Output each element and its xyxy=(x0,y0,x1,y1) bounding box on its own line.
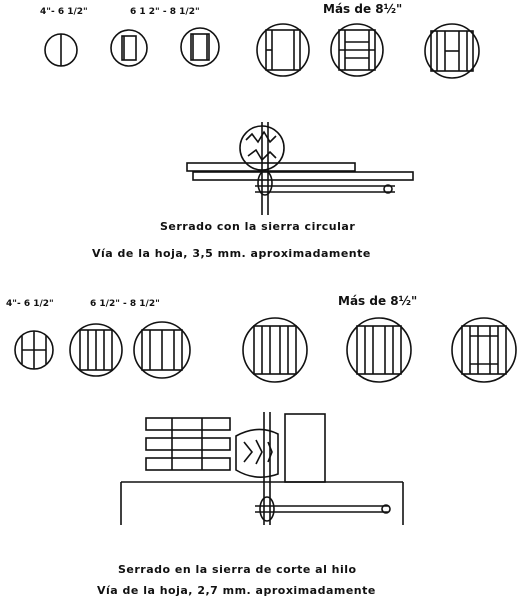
s1-log-large-c xyxy=(424,23,480,79)
s1-log-small xyxy=(44,33,78,67)
s2-log-large-b xyxy=(346,317,412,383)
s1-caption-method: Serrado con la sierra circular xyxy=(160,220,356,233)
s2-size-label-large: Más de 8½" xyxy=(338,294,418,308)
s2-size-label-medium: 6 1/2" - 8 1/2" xyxy=(90,299,160,309)
s1-size-label-small: 4"- 6 1/2" xyxy=(40,7,88,17)
s1-log-large-a xyxy=(256,23,310,77)
s2-log-medium-b xyxy=(133,321,191,379)
s1-log-large-b xyxy=(330,23,384,77)
s2-size-label-small: 4"- 6 1/2" xyxy=(6,299,54,309)
s2-caption-method: Serrado en la sierra de corte al hilo xyxy=(118,563,357,576)
s2-caption-kerf: Vía de la hoja, 2,7 mm. aproximadamente xyxy=(97,584,376,597)
s2-rip-saw-diagram xyxy=(120,412,404,525)
s2-log-small xyxy=(14,330,54,370)
s1-log-medium-b xyxy=(180,27,220,67)
s1-caption-kerf: Vía de la hoja, 3,5 mm. aproximadamente xyxy=(92,247,371,260)
s1-log-medium-a xyxy=(110,29,148,67)
s1-circular-saw-diagram xyxy=(186,122,414,215)
s1-size-label-medium: 6 1 2" - 8 1/2" xyxy=(130,7,200,17)
s2-log-large-c xyxy=(451,317,517,383)
s2-log-medium-a xyxy=(69,323,123,377)
s1-size-label-large: Más de 8½" xyxy=(323,2,403,16)
s2-log-large-a xyxy=(242,317,308,383)
